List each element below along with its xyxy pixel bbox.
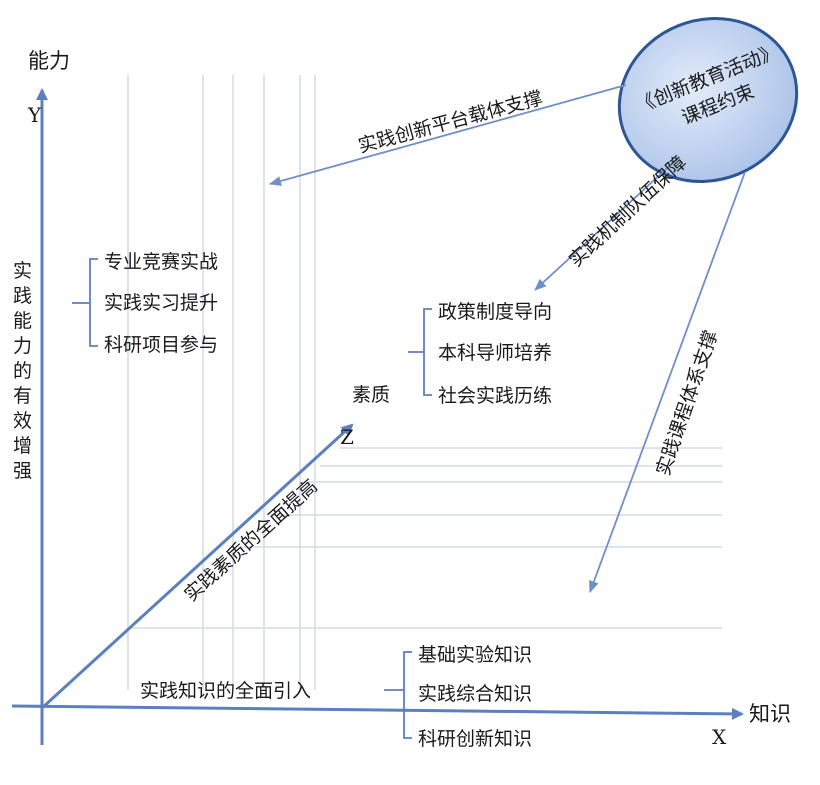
z-axis-name: 素质 <box>352 384 390 406</box>
z-item-mentor: 本科导师培养 <box>438 342 552 364</box>
x-item-innovation: 科研创新知识 <box>418 728 532 750</box>
curriculum-arrow <box>589 171 746 593</box>
svg-text:强: 强 <box>13 460 32 482</box>
platform-support-label: 实践创新平台载体支撑 <box>356 87 545 157</box>
svg-text:有: 有 <box>13 385 32 407</box>
curriculum-support-label: 实践课程体系支撑 <box>652 328 722 479</box>
svg-text:增: 增 <box>13 435 32 457</box>
y-item-competition: 专业竞赛实战 <box>104 251 218 273</box>
z-axis <box>40 423 354 710</box>
svg-text:能: 能 <box>13 310 32 332</box>
z-axis-letter: Z <box>340 425 354 449</box>
mechanism-arrow <box>534 157 679 291</box>
y-item-research: 科研项目参与 <box>104 334 218 356</box>
x-item-basic-lab: 基础实验知识 <box>418 644 532 666</box>
y-item-internship: 实践实习提升 <box>104 292 218 314</box>
y-axis-letter: Y <box>27 103 42 127</box>
x-axis-name: 知识 <box>749 702 791 726</box>
x-axis-letter: X <box>712 725 727 749</box>
svg-text:的: 的 <box>13 360 32 382</box>
x-side-bracket <box>384 651 412 739</box>
z-item-policy: 政策制度导向 <box>438 301 552 323</box>
mechanism-guarantee-label: 实践机制队伍保障 <box>565 152 691 272</box>
y-axis-name: 能力 <box>28 49 70 73</box>
y-side-bracket <box>72 258 98 347</box>
horizontal-grid-lines <box>130 447 722 629</box>
z-side-bracket <box>408 308 432 396</box>
svg-text:践: 践 <box>13 285 32 307</box>
svg-text:实: 实 <box>13 260 32 282</box>
svg-text:力: 力 <box>13 335 32 357</box>
curriculum-constraint-ellipse: 《创新教育活动》 课程约束 <box>617 17 799 183</box>
svg-text:效: 效 <box>13 410 32 432</box>
z-item-social: 社会实践历练 <box>438 385 552 407</box>
y-side-vertical-label: 实 践 能 力 的 有 效 增 强 <box>13 260 32 482</box>
x-item-comprehensive: 实践综合知识 <box>418 683 532 705</box>
x-axis <box>11 704 744 720</box>
knowledge-introduction-label: 实践知识的全面引入 <box>140 680 311 702</box>
vertical-grid-lines <box>127 75 316 690</box>
platform-arrow <box>269 84 627 186</box>
